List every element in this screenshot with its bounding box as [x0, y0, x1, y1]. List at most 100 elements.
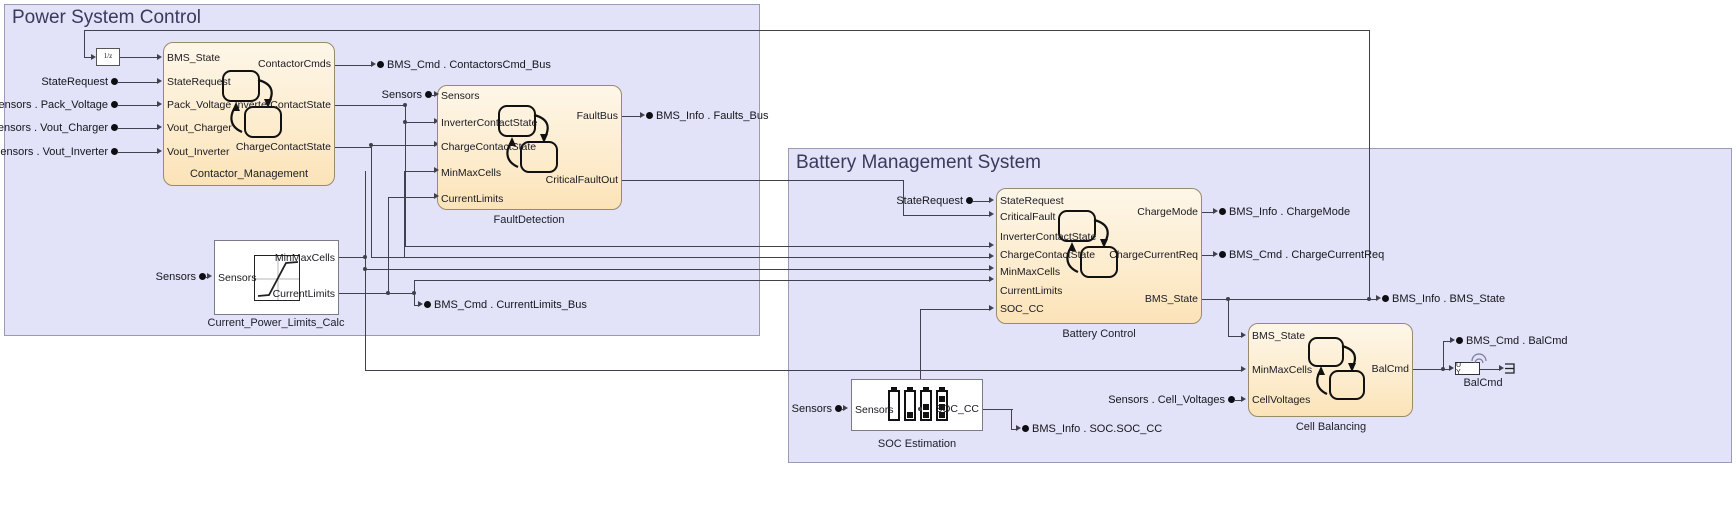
arrow-fd-min-max-cells [434, 167, 439, 173]
outport-label-charge-mode: BMS_Info . ChargeMode [1229, 206, 1351, 218]
port-label-cplc-sensors: Sensors [218, 272, 257, 284]
port-label-fd-fault-bus: FaultBus [576, 110, 618, 122]
scope-glyph-uy: U Y [1456, 361, 1466, 376]
inport-dot-pack-voltage[interactable] [111, 101, 118, 108]
stateflow-glyph-contactor-management [222, 70, 282, 138]
outport-dot-charge-current-req[interactable] [1219, 251, 1226, 258]
wire-inverter-contact-state-to-fault [405, 121, 435, 123]
arrow-out-soc-cc [1016, 425, 1021, 431]
junction-mmc-bc [363, 266, 367, 271]
port-label-cplc-current-limits: CurrentLimits [272, 288, 335, 300]
arrow-cm-vout-charger [157, 124, 162, 130]
wire-scope-out [1480, 368, 1500, 370]
inport-dot-sensors-soc[interactable] [835, 405, 842, 412]
inport-dot-sensors-limits[interactable] [199, 273, 206, 280]
battery-fill-2 [907, 412, 913, 418]
outport-label-contactors-cmd: BMS_Cmd . ContactorsCmd_Bus [387, 59, 551, 71]
wire-unitdelay-out [120, 57, 157, 58]
wire-bms-state-feedback-left [84, 30, 85, 57]
arrow-fd-sensors [434, 91, 439, 97]
block-battery-control[interactable] [996, 188, 1202, 324]
wire-fault-bus [622, 115, 641, 117]
inport-label-sensors-limits: Sensors [155, 271, 196, 283]
inport-dot-vout-inverter[interactable] [111, 148, 118, 155]
wire-contactor-cmds [335, 64, 373, 66]
arrow-out-contactors-cmd [371, 61, 376, 67]
inport-dot-cell-voltages[interactable] [1228, 396, 1235, 403]
outport-dot-bal-cmd[interactable] [1456, 337, 1463, 344]
arrow-bc-critical-fault [989, 211, 994, 217]
wire-charge-contact-state-main [335, 146, 372, 148]
port-label-cplc-min-max-cells: MinMaxCells [274, 252, 335, 264]
arrow-bc-soc-cc [989, 305, 994, 311]
wire-bms-state-out [1202, 298, 1370, 300]
wire-min-max-cells-main [339, 256, 365, 258]
inport-dot-state-request-bms[interactable] [966, 197, 973, 204]
stateflow-glyph-fault-detection [498, 105, 558, 173]
wire-fd-min-max-cells [404, 170, 435, 172]
state-shape-a [498, 105, 536, 137]
battery-body-1 [888, 390, 900, 421]
arrow-bc-min-max-cells [989, 265, 994, 271]
wire-charge-mode [1202, 211, 1214, 213]
port-label-bc-state-request: StateRequest [1000, 195, 1064, 207]
wire-fd-min-max-cells-v [404, 170, 405, 257]
battery-fill-4a [939, 412, 945, 418]
arrow-fd-inverter-contact-state [434, 118, 439, 124]
outport-dot-bms-state[interactable] [1382, 295, 1389, 302]
battery-fill-4c [939, 396, 945, 402]
terminator-icon[interactable] [1504, 363, 1516, 375]
inport-dot-vout-charger[interactable] [111, 124, 118, 131]
block-soc-estimation[interactable] [851, 379, 983, 431]
port-label-fd-charge-contact-state: ChargeContactState [441, 141, 537, 153]
inport-dot-state-request-psc[interactable] [111, 78, 118, 85]
wire-vout-inverter [117, 151, 157, 153]
block-balcmd-scope[interactable]: U Y [1455, 361, 1480, 376]
state-shape-a [1058, 210, 1096, 242]
battery-fill-3b [923, 404, 929, 410]
block-caption-balcmd-scope: BalCmd [1463, 377, 1503, 389]
junction-ics-to-fault [403, 119, 407, 124]
arrow-cm-bms-state [157, 53, 162, 60]
battery-fill-4b [939, 404, 945, 410]
port-label-soc-soc-cc: SOC_CC [935, 403, 979, 415]
wire-inverter-contact-state-main [335, 104, 405, 106]
inport-label-vout-charger: Sensors . Vout_Charger [0, 122, 108, 134]
wire-charge-contact-state-down [371, 146, 372, 257]
wire-soc-cc-v [920, 308, 921, 409]
port-label-cm-vout-inverter: Vout_Inverter [167, 146, 230, 158]
inport-dot-sensors-fault[interactable] [425, 91, 432, 98]
block-caption-current-power-limits-calc: Current_Power_Limits_Calc [207, 317, 345, 329]
port-label-bc-current-limits: CurrentLimits [1000, 285, 1063, 297]
block-unit-delay[interactable]: 1/z [96, 48, 120, 66]
wire-charge-contact-state-to-bms [371, 256, 990, 258]
inport-label-sensors-soc: Sensors [791, 403, 832, 415]
outport-dot-soc-cc[interactable] [1022, 425, 1029, 432]
wire-min-max-cells-up [365, 170, 366, 257]
subsystem-power-system-control[interactable] [4, 4, 760, 336]
port-label-cm-charge-contact-state: ChargeContactState [235, 141, 331, 153]
state-shape-b [520, 141, 558, 173]
wire-charge-contact-state-to-fault [371, 144, 435, 146]
outport-dot-faults-bus[interactable] [646, 112, 653, 119]
port-label-bc-soc-cc: SOC_CC [1000, 303, 1044, 315]
port-label-cb-bal-cmd: BalCmd [1371, 363, 1409, 375]
port-label-cm-inverter-contact-state: InverterContactState [234, 99, 331, 111]
outport-dot-contactors-cmd[interactable] [377, 61, 384, 68]
subsystem-title-battery-management-system: Battery Management System [796, 152, 1041, 173]
inport-label-state-request-bms: StateRequest [896, 195, 963, 207]
wire-bal-cmd-main [1413, 368, 1443, 370]
wire-state-request-psc [117, 81, 157, 83]
state-shape-a [1308, 337, 1344, 367]
battery-cap-4 [939, 387, 945, 391]
port-label-bc-bms-state: BMS_State [1144, 293, 1198, 305]
stateflow-glyph-cell-balancing [1308, 337, 1368, 401]
wire-current-limits-to-bc [414, 279, 990, 281]
port-label-bc-inverter-contact-state: InverterContactState [1000, 231, 1097, 243]
arrow-cplc-sensors [207, 273, 212, 279]
arrow-cm-state-request [157, 78, 162, 84]
outport-dot-charge-mode[interactable] [1219, 208, 1226, 215]
inport-label-vout-inverter: Sensors . Vout_Inverter [0, 146, 108, 158]
outport-dot-current-limits[interactable] [424, 301, 431, 308]
